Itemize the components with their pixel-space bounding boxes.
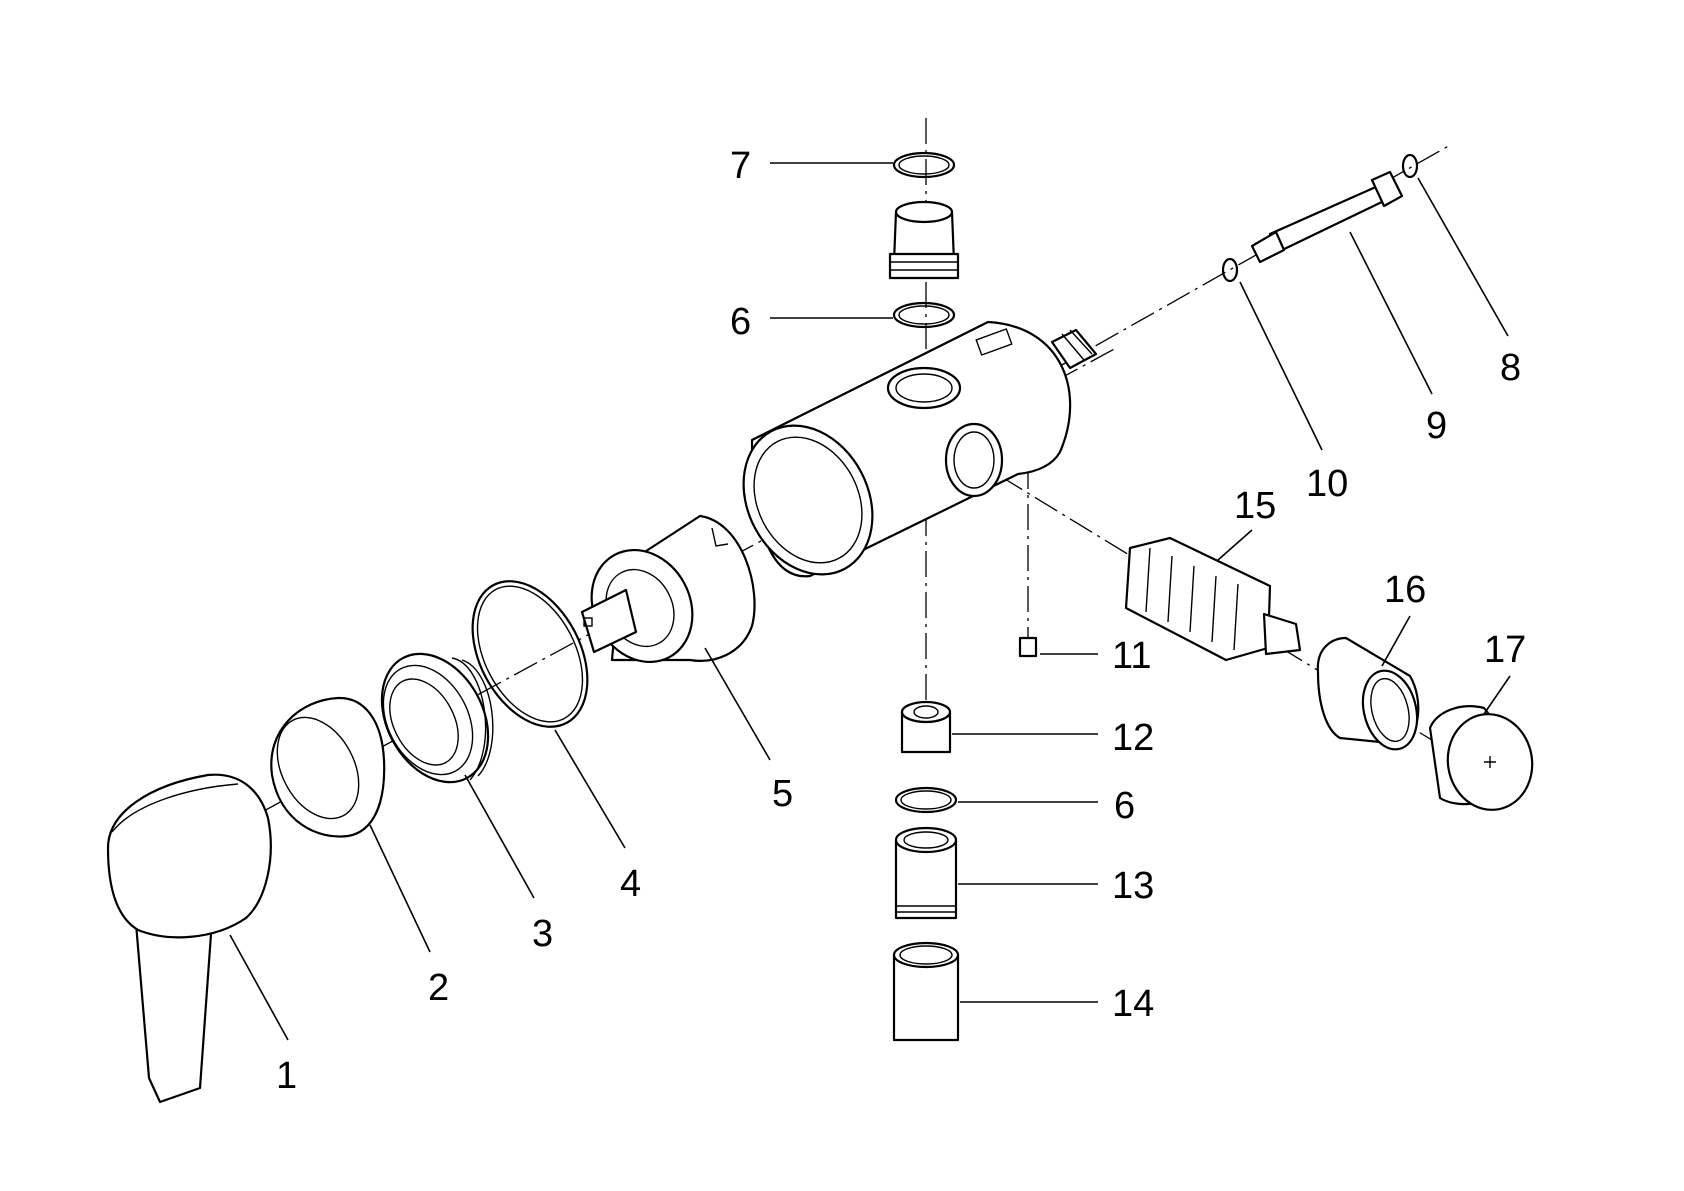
part-4-o-ring [471,580,589,728]
cover-sleeve-bore [899,945,953,965]
part-8-small-ring [1401,153,1419,179]
o-ring-6b-outer [894,786,958,814]
handle-top-edge [111,783,239,833]
valve-body [742,320,1098,578]
leader-10 [1239,281,1323,451]
o-ring-inner [476,585,584,723]
upper-insert-thread [888,252,960,280]
leader-5 [704,647,771,761]
cartridge-stem-tip [583,617,593,627]
valve-body-side-port-inner [953,431,995,489]
nut-hex [382,664,474,776]
leader-17 [1483,675,1511,715]
leader-4 [554,729,626,849]
sleeve-bore [903,831,949,849]
sleeve-thread-lines [896,905,956,913]
bushing-bore [913,705,939,719]
leader-lines [229,162,1511,1041]
part-16-sleeve [1316,636,1420,751]
rosette-body [270,696,386,838]
leader-3 [464,774,535,899]
o-ring-7-outer [892,151,956,179]
spindle-hex-head [1370,170,1404,208]
callout-9: 9 [1426,405,1447,447]
cartridge-stem [580,588,638,654]
valve-body-label-plate [975,328,1013,356]
ring-10 [1221,257,1239,283]
part-12-bushing [900,700,952,754]
grub-screw-body [1018,636,1038,658]
leader-8 [1417,177,1509,337]
upper-insert-top [894,200,954,224]
callout-3: 3 [532,913,553,955]
upper-threaded-insert [888,200,960,280]
part-5-cartridge [580,514,756,664]
cover-sleeve-top [892,941,960,969]
part-15-thermo-cartridge [1124,536,1302,662]
callout-numbers: 1 2 3 4 5 6 6 7 8 9 10 11 12 13 14 15 16… [276,145,1526,1097]
rosette-bore [276,716,360,820]
leader-1 [229,934,289,1041]
valve-body-front-opening [742,424,874,576]
part-17-cap [1428,705,1534,811]
callout-10: 10 [1306,463,1348,505]
callout-8: 8 [1500,347,1521,389]
part-14-cover-sleeve [892,941,960,1042]
part-1-lever-handle [106,773,272,1104]
cap-cross-mark [1484,756,1496,768]
part-6-o-ring-lower [894,786,958,814]
spindle-thread [1250,230,1286,264]
leader-16 [1381,615,1411,667]
valve-body-top-port-inner [895,373,953,403]
sleeve16-face [1361,669,1419,751]
valve-body-front-bore [753,436,863,564]
callout-7: 7 [730,145,751,187]
callout-16: 16 [1384,569,1426,611]
nut-thread-1 [451,657,487,781]
callout-17: 17 [1484,629,1526,671]
ring-8 [1401,153,1419,179]
part-2-rosette [270,696,386,838]
callout-6-lower: 6 [1114,785,1135,827]
thermo-cartridge-rings [1145,547,1239,651]
thermo-cartridge-spline [1262,612,1302,656]
sleeve16-bore [1370,677,1410,743]
o-ring-outer [471,580,589,728]
part-6-o-ring-upper [892,301,956,329]
callout-15: 15 [1234,485,1276,527]
valve-body-spigot-thread [1061,329,1093,361]
upper-insert-thread-lines [890,261,958,271]
leader-2 [369,824,431,953]
bushing-top [900,700,952,724]
part-3-threaded-nut [380,652,494,784]
callout-14: 14 [1112,983,1154,1025]
callout-1: 1 [276,1055,297,1097]
callout-6-upper: 6 [730,301,751,343]
callout-5: 5 [772,773,793,815]
callout-4: 4 [620,863,641,905]
valve-body-side-port [944,422,1004,498]
callout-13: 13 [1112,865,1154,907]
o-ring-6b-inner [900,790,952,810]
nut-bore [389,678,459,766]
part-13-threaded-sleeve [894,826,958,920]
o-ring-6a-outer [892,301,956,329]
leader-9 [1349,231,1433,395]
handle-body [106,773,272,939]
spindle-shaft [1268,184,1388,254]
part-11-grub-screw [1018,636,1038,658]
nut-thread-2 [461,659,494,777]
leader-15 [1217,529,1253,561]
part-10-small-ring [1221,257,1239,283]
part-7-o-ring [892,151,956,179]
cartridge-notch [711,527,729,547]
part-9-spindle [1250,170,1404,264]
callout-2: 2 [428,967,449,1009]
callout-12: 12 [1112,717,1154,759]
callout-11: 11 [1112,635,1151,677]
o-ring-7-inner [898,155,950,175]
o-ring-6a-inner [898,305,950,325]
